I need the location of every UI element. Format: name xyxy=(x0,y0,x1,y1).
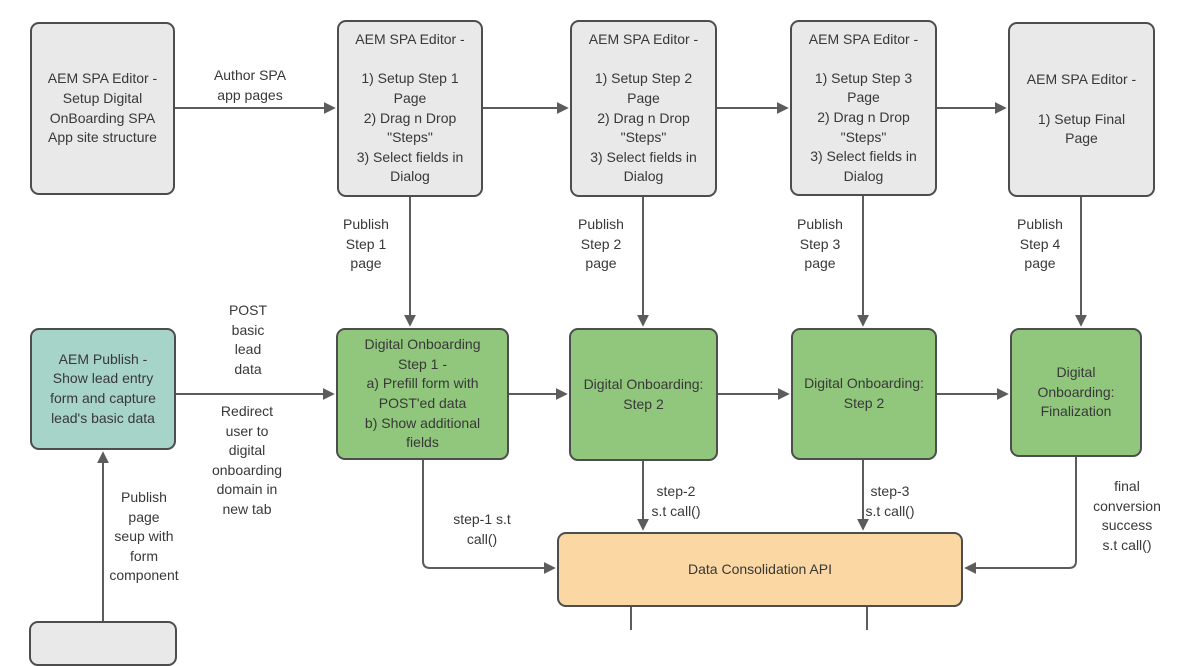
label-final-conversion-call: final conversion success s.t call() xyxy=(1093,478,1161,553)
edge-final-conversion-call xyxy=(964,457,1077,574)
label-publish-step3-page: Publish Step 3 page xyxy=(797,216,843,272)
node-aem-publish-lead-form: AEM Publish - Show lead entry form and c… xyxy=(30,328,176,450)
label-redirect-user: Redirect user to digital onboarding doma… xyxy=(211,403,283,517)
label-publish-step2-page: Publish Step 2 page xyxy=(578,216,624,272)
label-publish-page-setup: Publish page seup with form component xyxy=(109,489,179,584)
node-aem-spa-editor-step1: AEM SPA Editor - 1) Setup Step 1 Page 2)… xyxy=(337,20,483,197)
label-step3-st-call: step-3 s.t call() xyxy=(865,483,915,519)
node-aem-spa-editor-final: AEM SPA Editor - 1) Setup Final Page xyxy=(1008,22,1155,197)
node-publish-page-partial xyxy=(29,621,177,666)
node-aem-spa-editor-step2: AEM SPA Editor - 1) Setup Step 2 Page 2)… xyxy=(570,20,717,197)
node-digital-onboarding-finalization: Digital Onboarding: Finalization xyxy=(1010,328,1142,457)
label-step1-st-call: step-1 s.t call() xyxy=(453,511,511,547)
label-publish-step4-page: Publish Step 4 page xyxy=(1017,216,1063,272)
node-aem-spa-editor-step3: AEM SPA Editor - 1) Setup Step 3 Page 2)… xyxy=(790,20,937,196)
node-digital-onboarding-step2: Digital Onboarding: Step 2 xyxy=(569,328,718,461)
node-data-consolidation-api: Data Consolidation API xyxy=(557,532,963,607)
label-author-spa-app-pages: Author SPA app pages xyxy=(213,67,287,103)
node-digital-onboarding-step1: Digital Onboarding Step 1 - a) Prefill f… xyxy=(336,328,509,460)
label-post-basic-lead-data: POST basic lead data xyxy=(228,302,268,377)
node-aem-spa-editor-site-structure: AEM SPA Editor - Setup Digital OnBoardin… xyxy=(30,22,175,195)
label-step2-st-call: step-2 s.t call() xyxy=(651,483,701,519)
label-publish-step1-page: Publish Step 1 page xyxy=(343,216,389,272)
node-digital-onboarding-step3: Digital Onboarding: Step 2 xyxy=(791,328,937,460)
